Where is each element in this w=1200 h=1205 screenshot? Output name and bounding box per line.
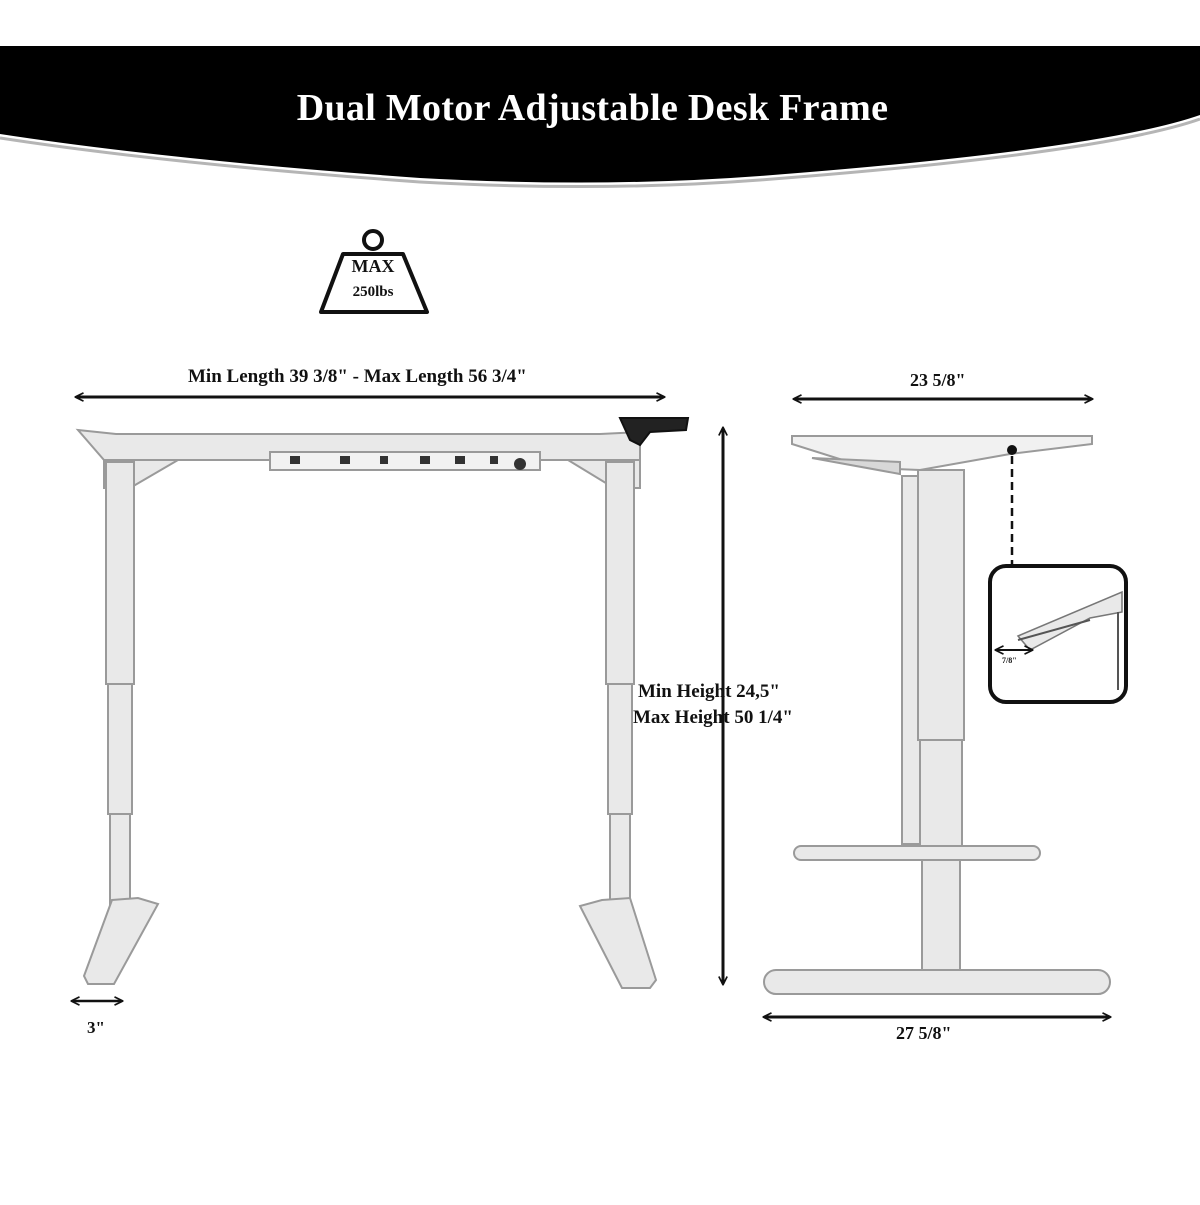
desk-frame-side-view — [763, 435, 1111, 995]
inset-width-label: 7/8" — [1002, 656, 1017, 665]
inset-leader — [1007, 445, 1017, 566]
desk-frame-front-view — [75, 417, 690, 989]
top-depth-label: 23 5/8" — [910, 370, 966, 390]
weight-badge-lbs: 250lbs — [352, 284, 394, 300]
title-banner — [0, 46, 1200, 189]
weight-badge-max: MAX — [351, 256, 395, 276]
height-max-label: Max Height 50 1/4" — [633, 707, 793, 728]
height-min-label: Min Height 24,5" — [638, 681, 780, 702]
inset-detail-box — [988, 564, 1128, 704]
page-title: Dual Motor Adjustable Desk Frame — [296, 87, 889, 129]
length-label: Min Length 39 3/8" - Max Length 56 3/4" — [188, 366, 527, 387]
weight-icon — [319, 229, 429, 314]
foot-width-label: 3" — [87, 1018, 105, 1037]
base-depth-label: 27 5/8" — [896, 1023, 952, 1043]
